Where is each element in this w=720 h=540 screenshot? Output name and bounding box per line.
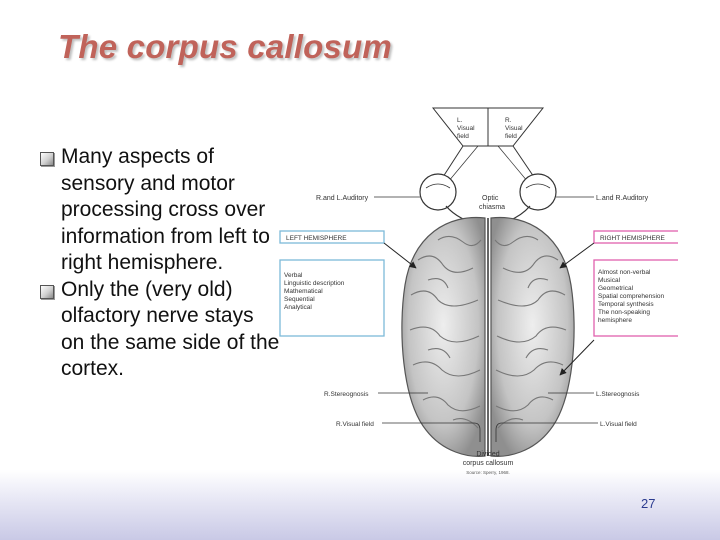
- right-eye: [519, 173, 557, 211]
- right-hemisphere-item: Almost non-verbal: [598, 269, 651, 276]
- right-hemisphere-item: Musical: [598, 277, 621, 284]
- source-label: Source: Sperry, 1968.: [466, 470, 509, 475]
- left-hemisphere-title: LEFT HEMISPHERE: [286, 235, 347, 242]
- l-visual-field-label: L.Visual field: [600, 421, 637, 428]
- visual-field-right-label-2: Visual: [505, 125, 523, 132]
- left-hemisphere-item: Analytical: [284, 304, 312, 311]
- left-hemisphere-box: [279, 259, 385, 337]
- visual-field-left-label-1: L.: [457, 117, 463, 124]
- brain-figure: L. Visual field R. Visual field Optic ch…: [278, 100, 695, 490]
- bullet-list: Many aspects of sensory and motor proces…: [40, 144, 280, 383]
- bullet-item: Only the (very old) olfactory nerve stay…: [40, 277, 280, 383]
- visual-field-right-label-1: R.: [505, 117, 512, 124]
- left-hemisphere-item: Verbal: [284, 272, 303, 279]
- square-bullet-icon: [40, 284, 54, 299]
- right-hemisphere-item: Geometrical: [598, 285, 634, 292]
- right-hemisphere-title: RIGHT HEMISPHERE: [600, 235, 666, 242]
- right-hemisphere-item: hemisphere: [598, 317, 632, 324]
- left-eye: [419, 173, 457, 211]
- divided-label-2: corpus callosum: [463, 460, 514, 467]
- left-hemisphere-item: Sequential: [284, 296, 315, 303]
- page-number: 27: [641, 496, 656, 511]
- optic-chiasma-label-1: Optic: [482, 195, 499, 202]
- left-auditory-label: R.and L.Auditory: [316, 195, 369, 202]
- right-hemisphere-item: The non-speaking: [598, 309, 650, 316]
- bullet-text: Only the (very old) olfactory nerve stay…: [61, 277, 280, 381]
- right-hemisphere-item: Spatial comprehension: [598, 293, 665, 300]
- slide-title: The corpus callosum: [58, 28, 392, 65]
- brain-illustration: [401, 216, 575, 457]
- optic-chiasma-label-2: chiasma: [479, 204, 505, 211]
- left-hemisphere-item: Mathematical: [284, 288, 323, 295]
- visual-field-left-label-2: Visual: [457, 125, 475, 132]
- square-bullet-icon: [40, 152, 54, 166]
- left-hemisphere-item: Linguistic description: [284, 280, 345, 287]
- right-auditory-label: L.and R.Auditory: [596, 195, 649, 202]
- right-hemisphere-item: Temporal synthesis: [598, 301, 654, 308]
- bottom-gradient-band: [0, 470, 720, 540]
- r-stereognosis-label: R.Stereognosis: [324, 391, 369, 398]
- r-visual-field-label: R.Visual field: [336, 421, 374, 428]
- l-stereognosis-label: L.Stereognosis: [596, 391, 640, 398]
- visual-field-left-label-3: field: [457, 133, 469, 140]
- visual-field-right-label-3: field: [505, 133, 517, 140]
- divided-label-1: Divided: [476, 451, 499, 458]
- left-hemisphere-title-box: [279, 230, 385, 244]
- bullet-text: Many aspects of sensory and motor proces…: [61, 145, 270, 274]
- bullet-item: Many aspects of sensory and motor proces…: [40, 144, 280, 277]
- right-hemisphere-box: [593, 259, 695, 337]
